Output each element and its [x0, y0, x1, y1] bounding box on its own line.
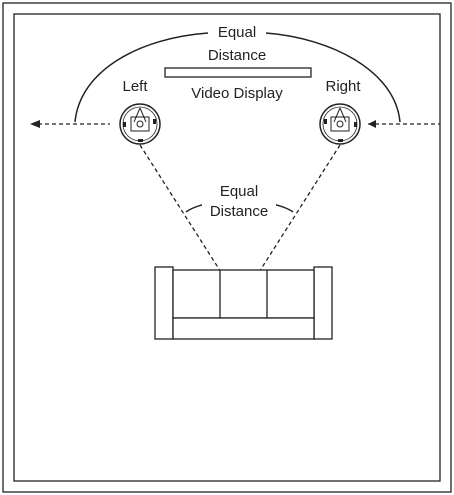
mid-distance-label: Distance — [210, 203, 268, 220]
top-distance-arc-left — [74, 32, 209, 123]
room-inner-wall — [13, 13, 441, 482]
right-speaker-icon — [319, 103, 361, 145]
top-distance-label: Distance — [208, 47, 266, 64]
left-arrowhead — [30, 120, 40, 128]
right-arrowhead — [368, 120, 376, 128]
right-speaker-label: Right — [325, 78, 361, 95]
top-distance-arc-right — [265, 32, 401, 123]
mid-equal-label: Equal — [220, 183, 258, 200]
sofa-icon — [154, 266, 333, 340]
top-equal-label: Equal — [218, 24, 256, 41]
video-display-label: Video Display — [191, 85, 283, 102]
left-speaker-icon — [119, 103, 161, 145]
left-speaker-label: Left — [122, 78, 148, 95]
video-display — [164, 67, 312, 78]
